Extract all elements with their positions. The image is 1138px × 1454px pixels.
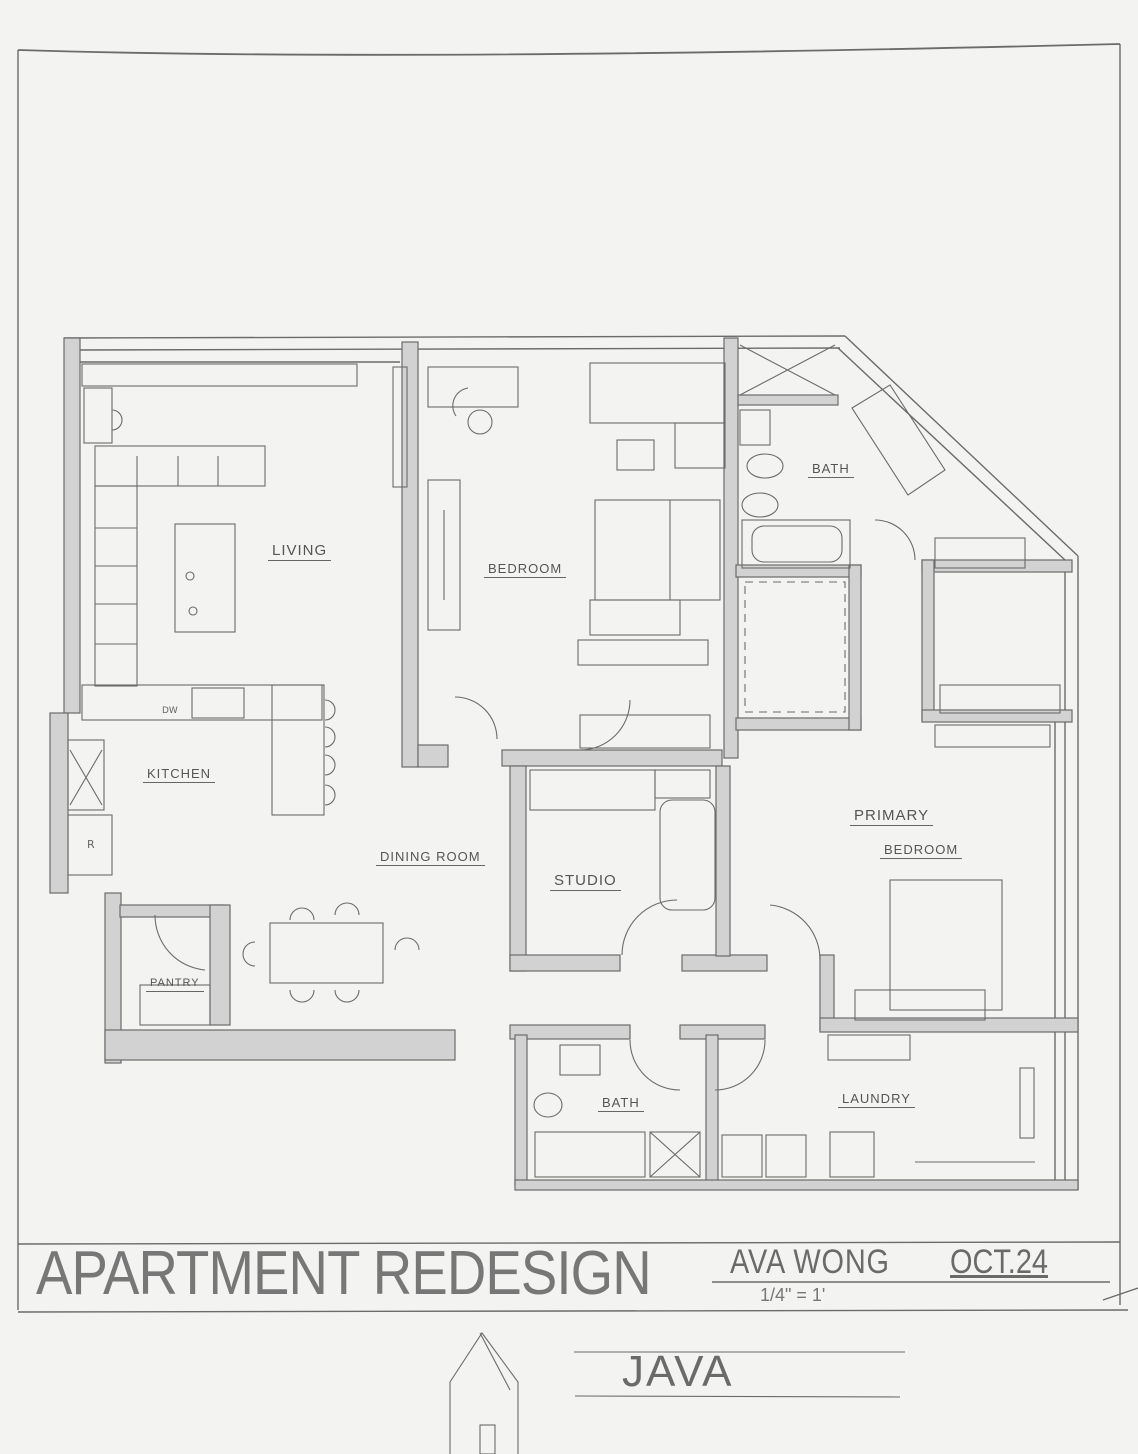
- room-label-dining-room: DINING ROOM: [376, 850, 485, 866]
- room-label-primary-bedroom: BEDROOM: [880, 843, 963, 859]
- room-label-primary: PRIMARY: [850, 808, 934, 826]
- room-label-studio: STUDIO: [550, 873, 621, 891]
- room-label-bath-upper: BATH: [808, 462, 854, 478]
- room-label-bath-lower: BATH: [598, 1096, 644, 1112]
- logo-text: JAVA: [622, 1347, 734, 1396]
- drawing-scale: 1/4" = 1': [760, 1285, 826, 1305]
- dishwasher-label: DW: [162, 706, 178, 716]
- project-title: APARTMENT REDESIGN: [36, 1239, 652, 1308]
- room-label-bedroom: BEDROOM: [484, 562, 567, 578]
- room-label-laundry: LAUNDRY: [838, 1092, 915, 1108]
- refrigerator-label: R: [87, 838, 95, 851]
- house-icon: [448, 1330, 520, 1454]
- room-label-pantry: PANTRY: [146, 978, 204, 992]
- author-name: AVA WONG: [730, 1243, 890, 1281]
- room-label-kitchen: KITCHEN: [143, 767, 216, 783]
- drawing-date: OCT.24: [950, 1243, 1048, 1281]
- room-label-living: LIVING: [268, 543, 332, 561]
